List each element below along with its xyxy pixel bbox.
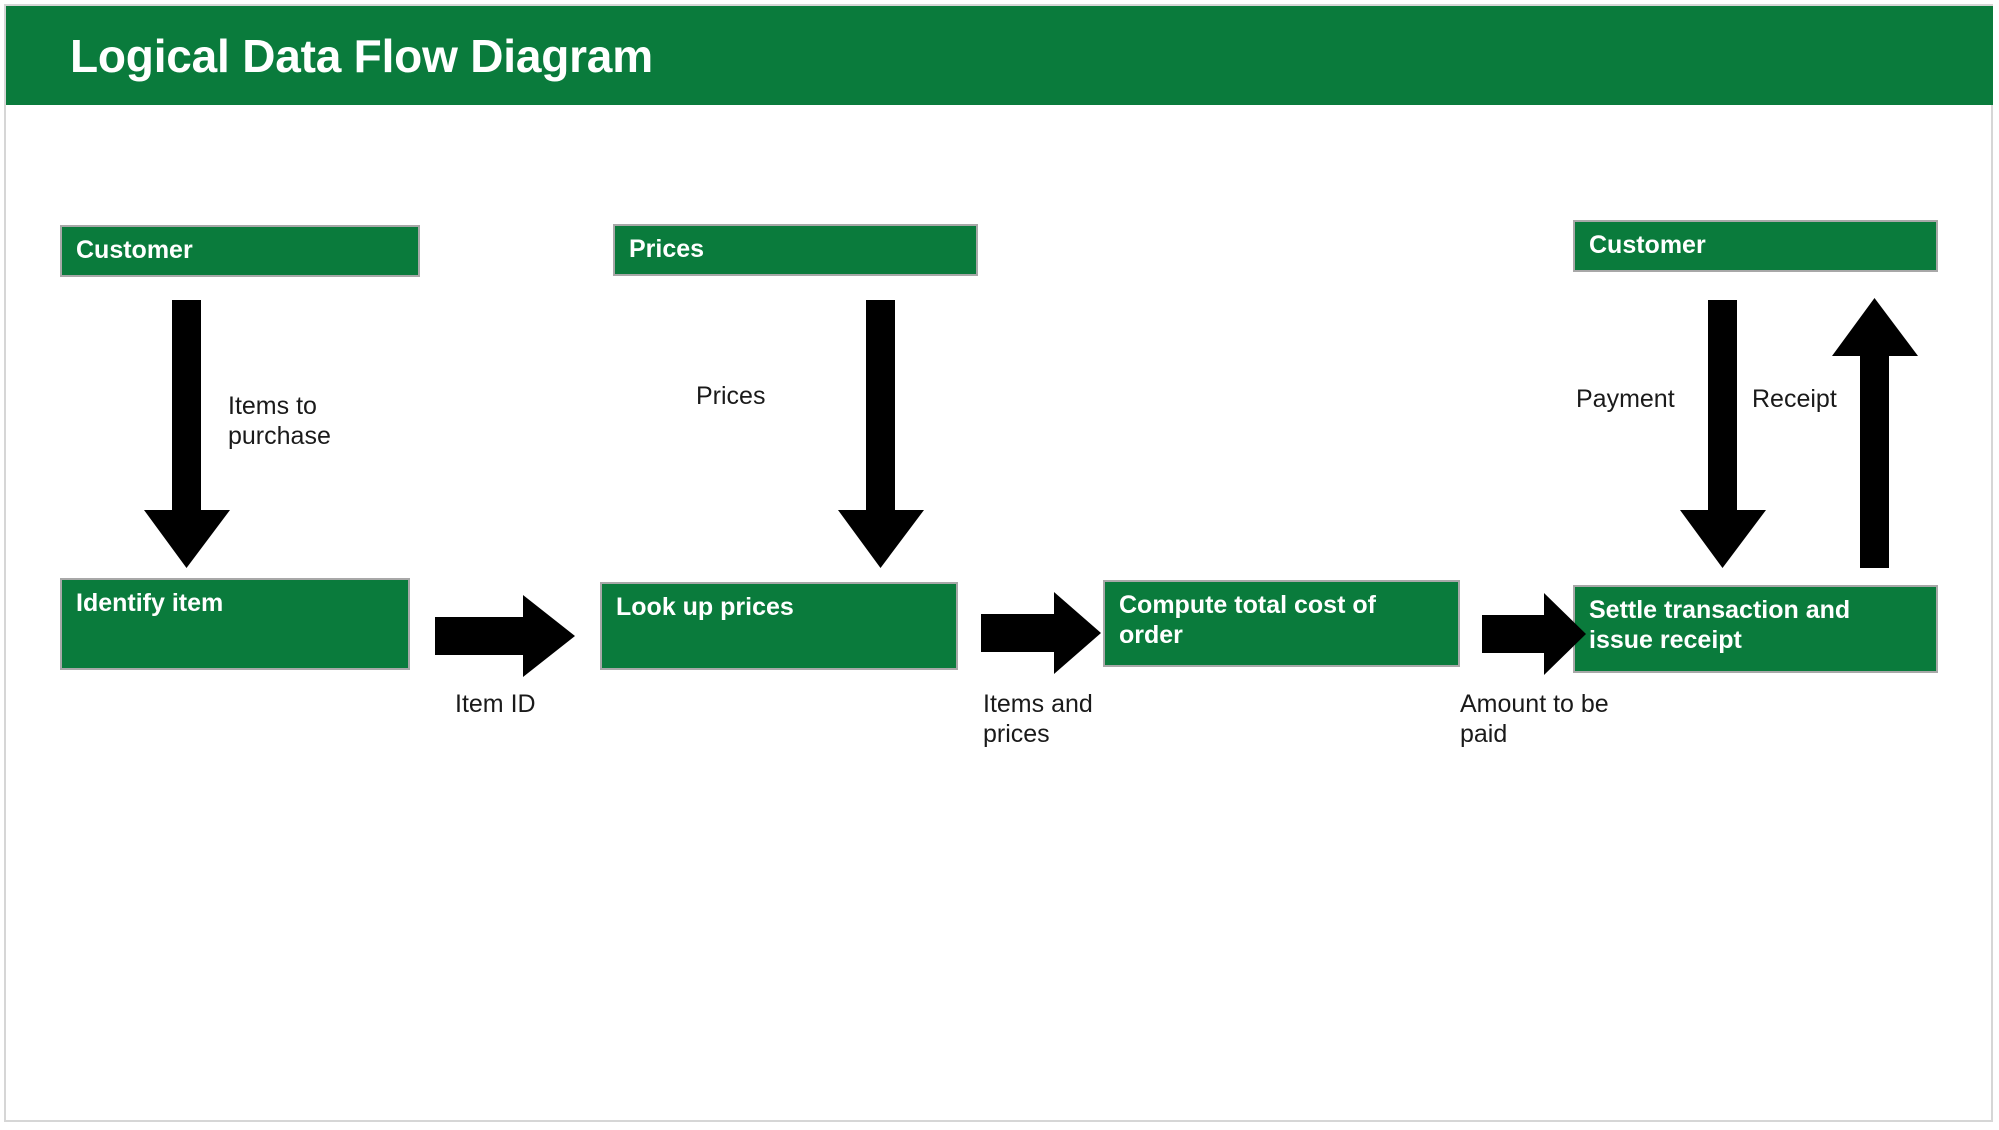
flow-label-receipt: Receipt [1752,385,1837,413]
arrow-receipt [1832,298,1918,568]
node-identify-item[interactable]: Identify item [60,578,410,670]
node-compute-total[interactable]: Compute total cost of order [1103,580,1460,667]
flow-label-item-id: Item ID [455,690,536,718]
arrow-items-and-prices [981,592,1101,674]
node-look-up-prices[interactable]: Look up prices [600,582,958,670]
page-title: Logical Data Flow Diagram [70,29,653,82]
flow-label-payment: Payment [1576,385,1675,413]
node-customer-source[interactable]: Customer [60,225,420,277]
node-prices-store-label: Prices [629,235,705,263]
node-prices-store[interactable]: Prices [613,224,978,276]
title-banner: Logical Data Flow Diagram [6,6,1993,105]
arrow-amount-to-be-paid [1482,593,1586,675]
node-settle-transaction[interactable]: Settle transaction and issue receipt [1573,585,1938,673]
flow-label-items-and-prices: Items and prices [983,690,1093,748]
node-customer-sink-label: Customer [1589,231,1706,259]
flow-label-items-to-purchase: Items to purchase [228,392,331,450]
node-settle-transaction-label: Settle transaction and issue receipt [1589,596,1851,654]
node-identify-item-label: Identify item [76,589,224,617]
arrow-payment [1680,300,1766,568]
node-compute-total-label: Compute total cost of order [1119,591,1376,649]
flow-label-prices: Prices [696,382,766,410]
canvas-frame [4,4,1993,1122]
flow-label-amount-to-be-paid: Amount to be paid [1460,690,1609,748]
node-customer-source-label: Customer [76,236,193,264]
arrow-prices [838,300,924,568]
node-look-up-prices-label: Look up prices [616,593,794,621]
node-customer-sink[interactable]: Customer [1573,220,1938,272]
arrow-items-to-purchase [144,300,230,568]
arrow-item-id [435,595,575,677]
